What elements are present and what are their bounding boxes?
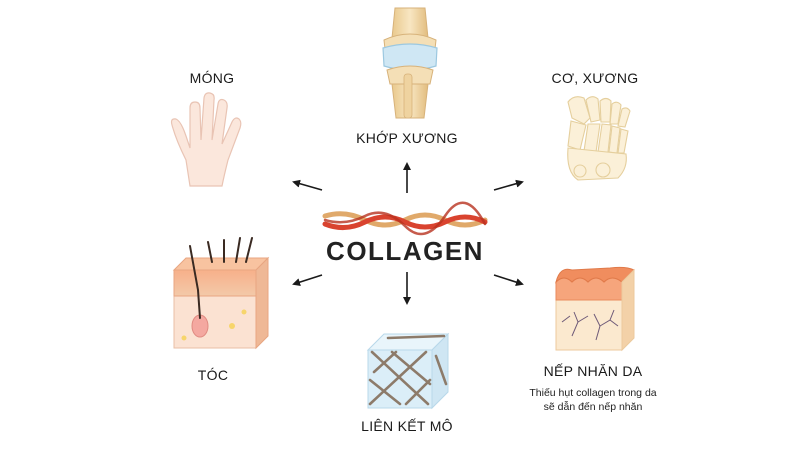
arrows xyxy=(292,162,524,305)
label-tissue: LIÊN KẾT MÔ xyxy=(361,418,453,434)
collagen-title: COLLAGEN xyxy=(326,236,484,266)
wrinkle-note-line-2: sẽ dẫn đến nếp nhăn xyxy=(543,401,643,413)
arrow-to-hair xyxy=(292,274,323,286)
wrinkled-skin-section-icon xyxy=(555,266,635,352)
arrow-to-nail xyxy=(292,179,323,191)
hair-skin-section-icon xyxy=(172,237,270,350)
label-hair: TÓC xyxy=(197,367,229,383)
arrow-to-wrinkle xyxy=(493,274,524,286)
arrow-to-muscle-bone xyxy=(493,179,524,191)
wrinkle-note-line-1: Thiếu hụt collagen trong da xyxy=(529,387,657,399)
knee-joint-icon xyxy=(382,7,438,119)
collagen-fiber-icon xyxy=(322,201,488,236)
label-nail: MÓNG xyxy=(189,70,235,86)
tissue-cube-icon xyxy=(366,332,450,410)
label-muscle-bone: CƠ, XƯƠNG xyxy=(551,70,639,86)
foot-bones-icon xyxy=(567,96,631,181)
hand-icon xyxy=(170,92,242,187)
label-wrinkle: NẾP NHĂN DA xyxy=(543,363,643,379)
wrinkle-note: Thiếu hụt collagen trong da sẽ dẫn đến n… xyxy=(529,386,656,414)
label-joint: KHỚP XƯƠNG xyxy=(356,130,458,146)
